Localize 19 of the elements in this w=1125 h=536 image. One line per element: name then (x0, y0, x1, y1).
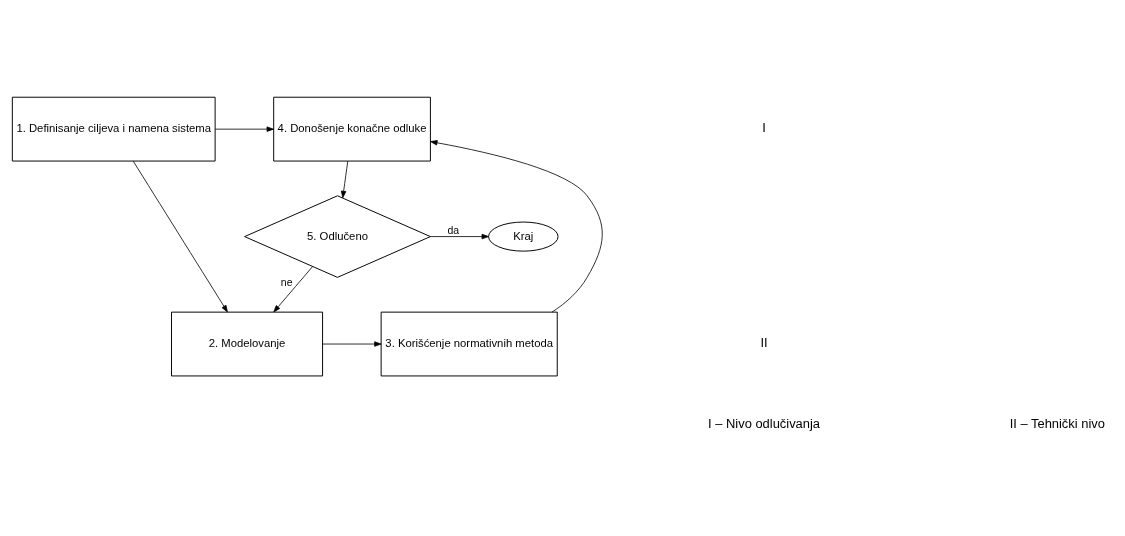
arrow (214, 125, 274, 132)
arrow (273, 265, 313, 312)
arrow (322, 340, 382, 347)
label: I – Nivo odlučivanja (708, 415, 821, 431)
node-diamond: 5. Odlučeno (244, 194, 431, 278)
arrow (132, 160, 228, 312)
arrow (340, 160, 349, 198)
label: I (762, 119, 766, 135)
edge-label: ne (280, 275, 293, 288)
node-box: 4. Donošenje konačne odluke (273, 96, 431, 162)
arrow (430, 139, 603, 312)
arrow (430, 233, 489, 239)
node-ellipse: Kraj (488, 221, 559, 252)
node-box: 1. Definisanje ciljeva i namena sistema (11, 96, 216, 162)
label: II – Tehnički nivo (1009, 415, 1105, 431)
edge-label: da (447, 223, 460, 236)
node-box: 3. Korišćenje normativnih metoda (380, 311, 558, 376)
label: II (760, 334, 768, 350)
node-box: 2. Modelovanje (171, 311, 324, 376)
